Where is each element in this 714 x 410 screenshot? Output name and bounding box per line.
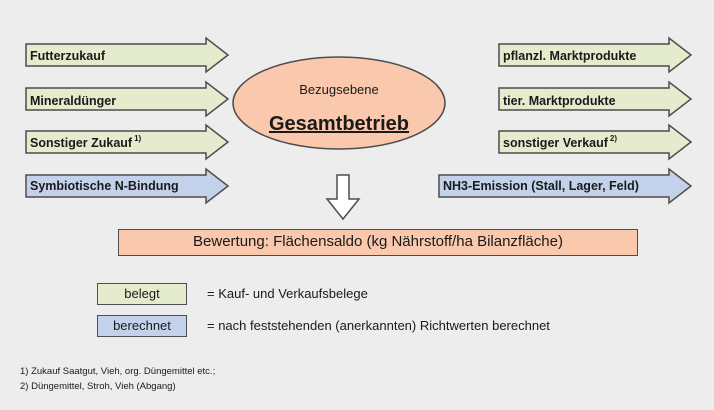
input-arrows: [25, 36, 230, 205]
legend-belegt-text: = Kauf- und Verkaufsbelege: [207, 286, 368, 301]
footnote-ref-1: 1): [134, 134, 142, 143]
input-arrow-4: [25, 167, 230, 205]
output-arrow-3: [498, 123, 693, 161]
ellipse-subtitle: Bezugsebene: [299, 82, 379, 97]
legend-berechnet-label: berechnet: [113, 318, 171, 333]
down-arrow: [325, 174, 361, 221]
legend-belegt-swatch: belegt: [97, 283, 187, 305]
output-arrows: [438, 36, 693, 205]
footnote-ref-2: 2): [609, 134, 618, 143]
ellipse-title: Gesamtbetrieb: [268, 113, 410, 135]
footnote-2: 2) Düngemittel, Stroh, Vieh (Abgang): [20, 381, 176, 392]
result-box: Bewertung: Flächensaldo (kg Nährstoff/ha…: [118, 229, 638, 256]
input-label-futterzukauf: Futterzukauf: [30, 49, 105, 63]
footnote-1: 1) Zukauf Saatgut, Vieh, org. Düngemitte…: [20, 366, 216, 377]
legend-berechnet-swatch: berechnet: [97, 315, 187, 337]
input-label-symbiotische-n-bindung: Symbiotische N-Bindung: [30, 179, 179, 193]
input-arrow-1: [25, 36, 230, 74]
output-arrow-4: [438, 167, 693, 205]
legend-berechnet-text: = nach feststehenden (anerkannten) Richt…: [207, 318, 550, 333]
output-arrow-2: [498, 80, 693, 118]
legend-belegt-label: belegt: [124, 286, 160, 301]
output-label-tier-marktprodukte: tier. Marktprodukte: [503, 94, 616, 108]
center-ellipse: [232, 56, 446, 150]
input-arrow-2: [25, 80, 230, 118]
input-arrow-3: [25, 123, 230, 161]
output-label-nh3-emission: NH3-Emission (Stall, Lager, Feld): [443, 179, 639, 193]
output-arrow-1: [498, 36, 693, 74]
output-label-pflanzl-marktprodukte: pflanzl. Marktprodukte: [503, 49, 637, 63]
input-label-mineralduenger: Mineraldünger: [30, 94, 117, 108]
